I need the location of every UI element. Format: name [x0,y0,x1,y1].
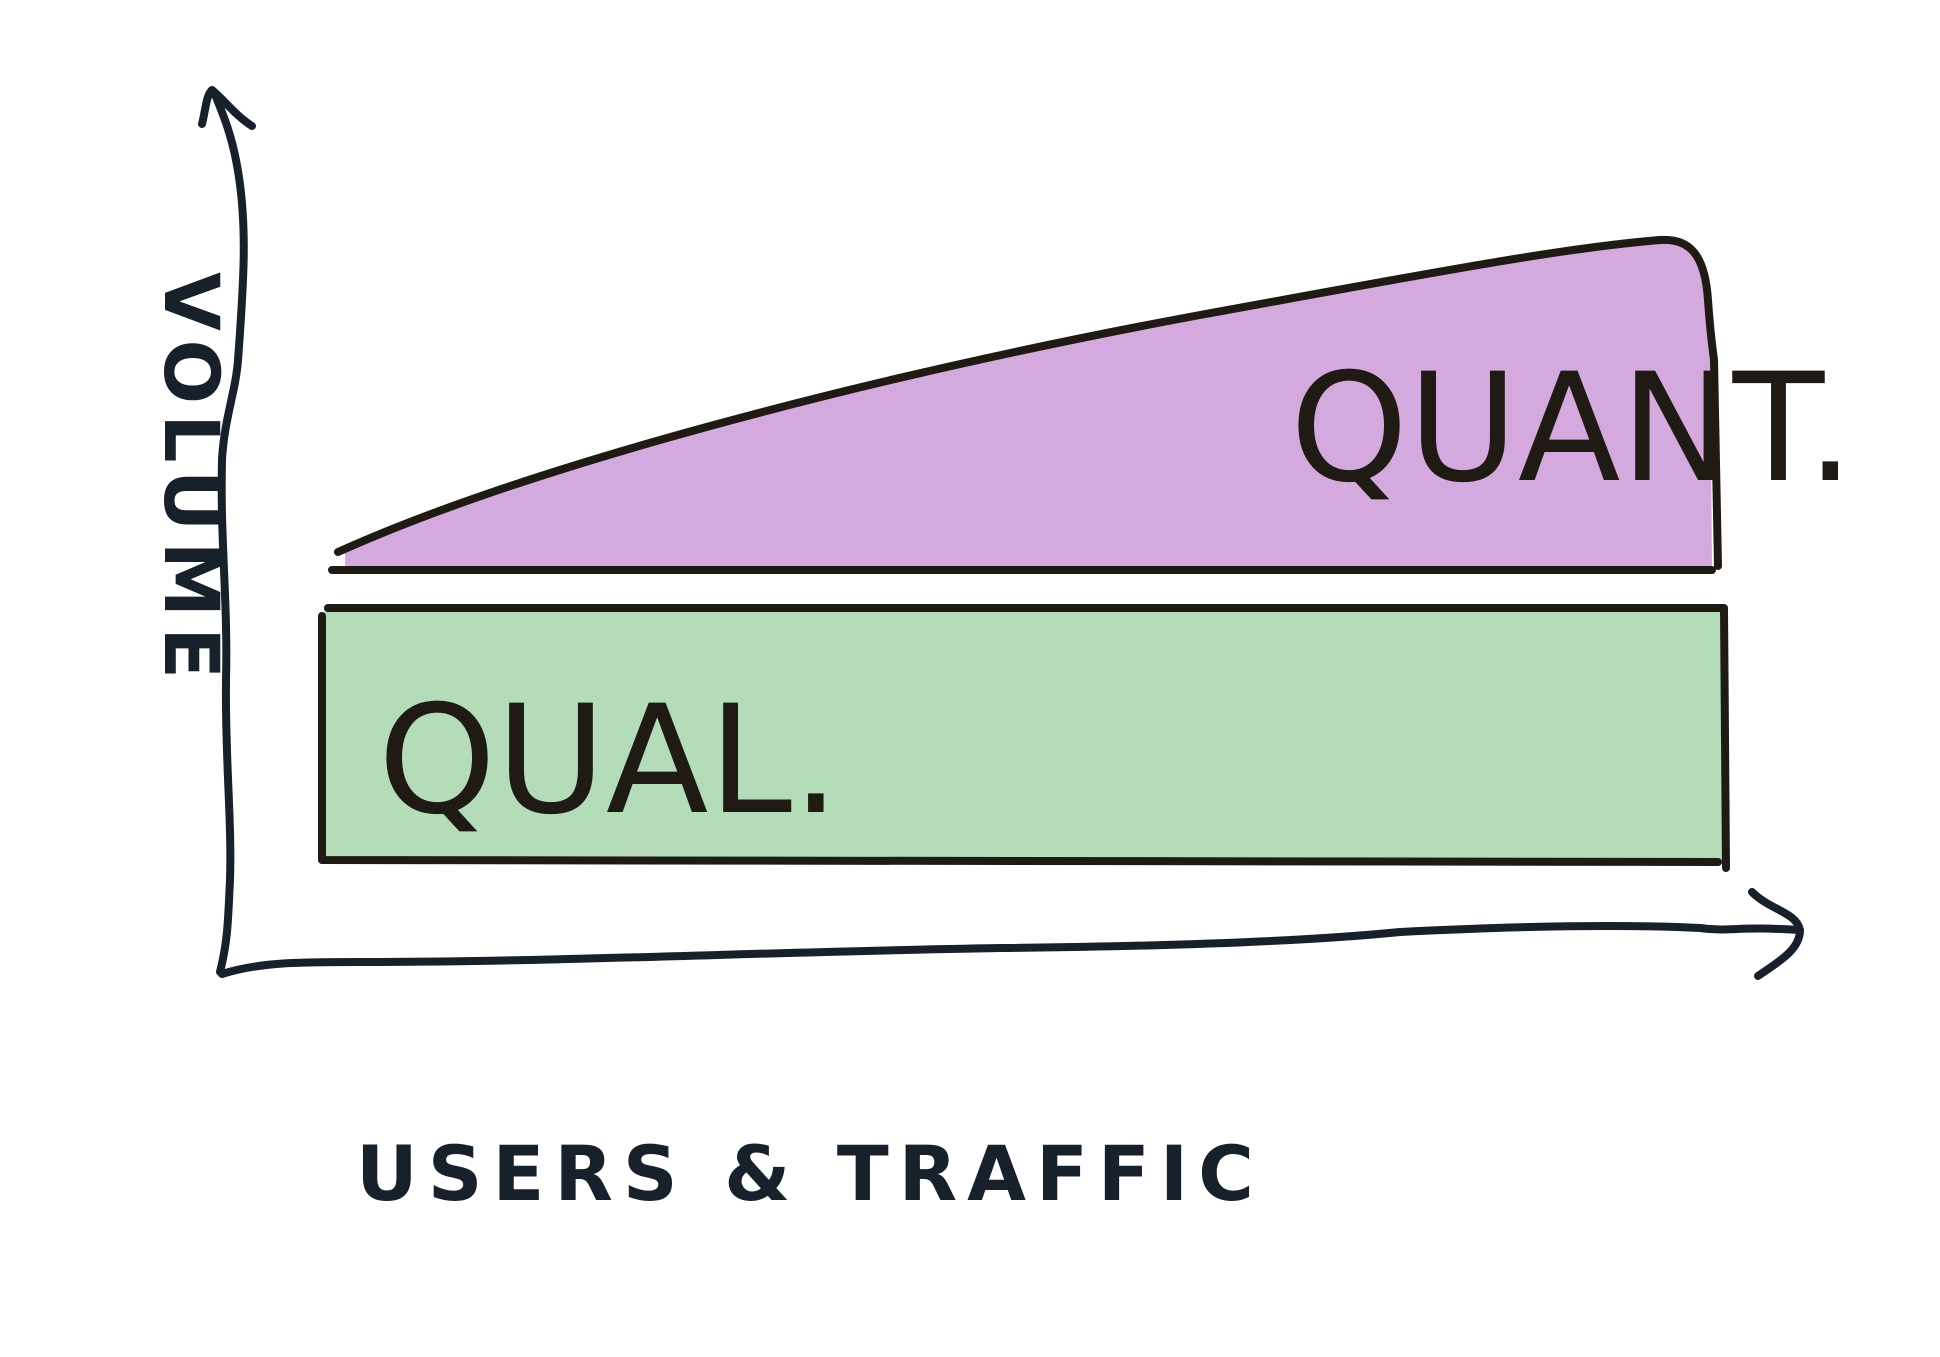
quant-band-outline [328,235,1722,574]
qual-band-outline [318,604,1730,872]
quant-band-fill [345,239,1712,571]
y-axis-label: VOLUME [147,272,236,689]
y-axis-line [210,88,248,976]
x-axis-arrowhead [1748,888,1804,980]
x-axis-line [218,921,1804,978]
y-axis: VOLUME [147,86,256,976]
x-axis: USERS & TRAFFIC [218,888,1804,1218]
qual-band-fill [324,608,1726,862]
quant-band: QUANT. [328,235,1854,574]
qual-band: QUAL. [318,604,1730,872]
quant-band-label: QUANT. [1290,342,1854,516]
y-axis-arrowhead [198,86,256,130]
x-axis-label: USERS & TRAFFIC [356,1129,1264,1218]
qual-band-label: QUAL. [378,674,840,848]
